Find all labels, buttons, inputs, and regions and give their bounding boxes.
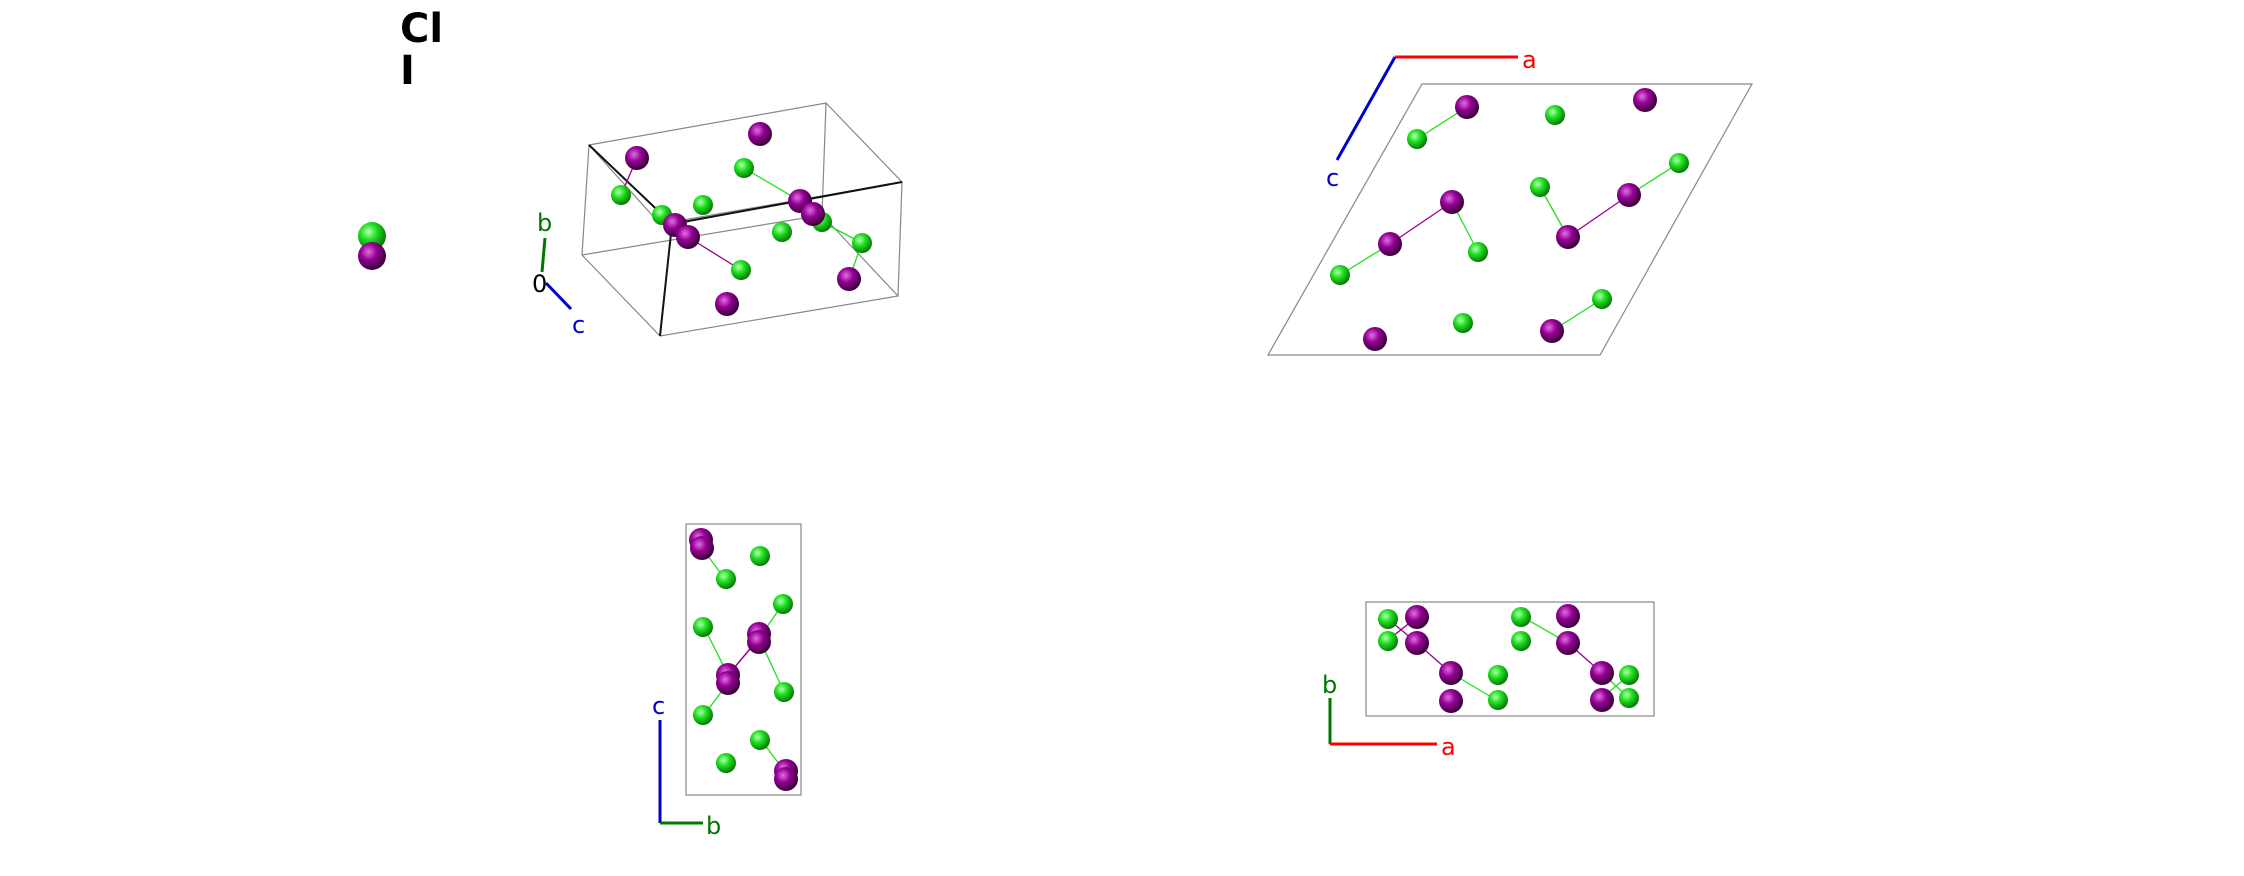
i-atom — [1405, 631, 1429, 655]
i-atom — [1439, 689, 1463, 713]
axis-indicator-perspective: b c 0 — [532, 209, 585, 339]
axis-label-c: c — [1326, 164, 1339, 192]
cl-atom — [1407, 129, 1427, 149]
atoms-perspective — [611, 122, 872, 316]
cl-atom — [1619, 665, 1639, 685]
axis-indicator-along-b: a c — [1326, 46, 1537, 192]
bonds-along-a — [701, 547, 787, 774]
atoms-along-c — [1378, 604, 1639, 713]
legend-label-i: I — [400, 48, 415, 94]
axis-label-b: b — [537, 209, 552, 237]
unit-cell-along-a — [685, 523, 802, 796]
cl-atom — [773, 594, 793, 614]
cl-atom — [1511, 607, 1531, 627]
i-atom — [1440, 190, 1464, 214]
axis-label-b: b — [706, 812, 721, 840]
i-atom — [748, 122, 772, 146]
atoms-along-a — [689, 528, 798, 791]
cl-atom — [734, 158, 754, 178]
i-atom — [716, 671, 740, 695]
cl-atom — [1378, 609, 1398, 629]
i-atom — [1556, 225, 1580, 249]
i-atom — [1363, 327, 1387, 351]
i-atom — [801, 202, 825, 226]
cl-atom — [1468, 242, 1488, 262]
cl-atom — [1488, 665, 1508, 685]
i-atom — [1378, 232, 1402, 256]
cl-atom — [852, 233, 872, 253]
cl-atom — [1453, 313, 1473, 333]
axis-label-a: a — [1522, 46, 1537, 74]
i-atom — [1633, 88, 1657, 112]
axis-label-c: c — [652, 692, 665, 720]
i-atom — [1455, 95, 1479, 119]
bonds-along-c — [1387, 615, 1630, 702]
i-atom — [1617, 183, 1641, 207]
unit-cell-perspective — [581, 102, 904, 337]
i-atom — [690, 536, 714, 560]
i-atom — [1590, 688, 1614, 712]
cl-atom — [1619, 688, 1639, 708]
cl-atom — [1592, 289, 1612, 309]
cl-atom — [1530, 177, 1550, 197]
cl-atom — [750, 730, 770, 750]
cl-atom — [693, 195, 713, 215]
view-along-b: a c — [1266, 46, 1754, 356]
axis-indicator-along-c: b a — [1322, 671, 1456, 761]
legend-cl-atom — [358, 222, 386, 250]
axis-label-b: b — [1322, 671, 1337, 699]
legend: Cl I — [358, 6, 443, 270]
i-atom — [774, 767, 798, 791]
i-atom — [1556, 604, 1580, 628]
i-atom — [676, 225, 700, 249]
i-atom — [625, 146, 649, 170]
axis-label-origin: 0 — [532, 270, 547, 298]
cl-atom — [716, 569, 736, 589]
cl-atom — [1378, 631, 1398, 651]
cl-atom — [693, 705, 713, 725]
axis-indicator-along-a: c b — [652, 692, 721, 840]
view-along-a: c b — [652, 523, 802, 840]
i-atom — [1540, 319, 1564, 343]
i-atom — [1556, 631, 1580, 655]
cl-atom — [1511, 631, 1531, 651]
perspective-view: b c 0 — [532, 102, 904, 339]
i-atom — [1439, 661, 1463, 685]
cl-atom — [750, 546, 770, 566]
unit-cell-along-c — [1365, 601, 1655, 717]
i-atom — [1590, 661, 1614, 685]
i-atom — [837, 267, 861, 291]
cl-atom — [772, 222, 792, 242]
i-atom — [747, 630, 771, 654]
cl-atom — [774, 682, 794, 702]
axis-label-c: c — [572, 311, 585, 339]
axis-label-a: a — [1441, 733, 1456, 761]
legend-label-cl: Cl — [400, 6, 443, 52]
cl-atom — [1669, 153, 1689, 173]
atoms-along-b — [1330, 88, 1689, 351]
bonds-along-b — [1339, 106, 1680, 332]
i-atom — [1405, 605, 1429, 629]
view-along-c: b a — [1322, 601, 1655, 761]
unit-cell-along-b — [1266, 83, 1754, 356]
cl-atom — [693, 617, 713, 637]
cl-atom — [611, 185, 631, 205]
cl-atom — [731, 260, 751, 280]
legend-i-atom — [358, 242, 386, 270]
i-atom — [715, 292, 739, 316]
cl-atom — [716, 753, 736, 773]
cl-atom — [1330, 265, 1350, 285]
cl-atom — [1488, 690, 1508, 710]
cl-atom — [1545, 105, 1565, 125]
